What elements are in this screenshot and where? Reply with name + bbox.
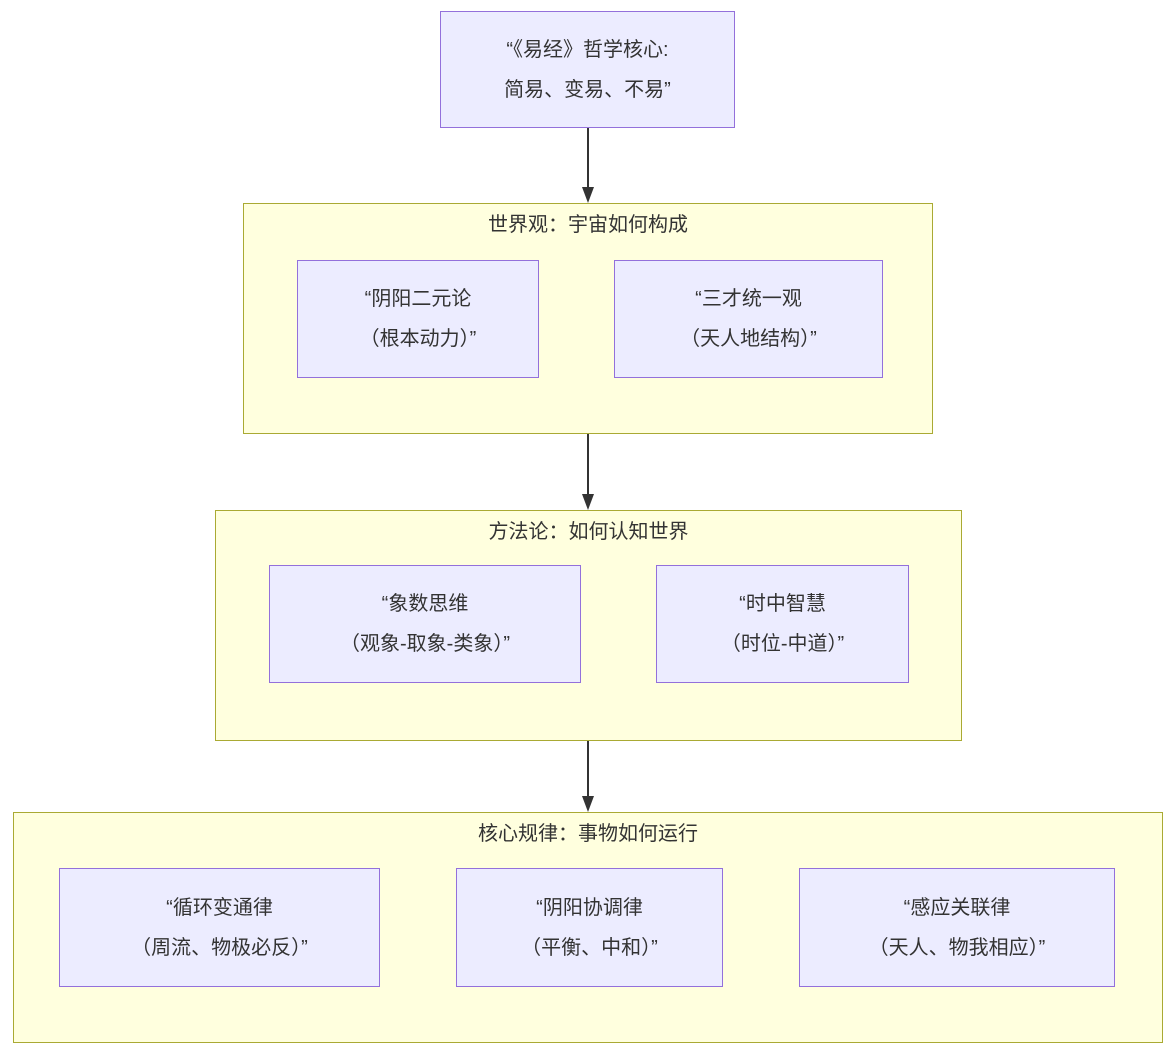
node-xiangshu-thinking: “象数思维 （观象-取象-类象）” xyxy=(269,565,581,683)
arrow-head-icon xyxy=(581,494,594,510)
node-yinyang-dualism: “阴阳二元论 （根本动力）” xyxy=(297,260,539,378)
section-worldview-title: 世界观：宇宙如何构成 xyxy=(488,214,688,236)
node-sancai-unity: “三才统一观 （天人地结构）” xyxy=(614,260,883,378)
arrow-line xyxy=(586,128,589,187)
section-core-laws: 核心规律：事物如何运行 “循环变通律 （周流、物极必反）” “阴阳协调律 （平衡… xyxy=(13,812,1163,1043)
arrow-root-to-worldview xyxy=(581,128,594,203)
section-methodology: 方法论：如何认知世界 “象数思维 （观象-取象-类象）” “时中智慧 （时位-中… xyxy=(215,510,962,741)
node-cyclic-change-law: “循环变通律 （周流、物极必反）” xyxy=(59,868,380,987)
arrow-line xyxy=(586,434,589,494)
section-worldview: 世界观：宇宙如何构成 “阴阳二元论 （根本动力）” “三才统一观 （天人地结构）… xyxy=(243,203,933,434)
node-shizhong-wisdom: “时中智慧 （时位-中道）” xyxy=(656,565,909,683)
arrow-line xyxy=(586,741,589,796)
node-resonance-law: “感应关联律 （天人、物我相应）” xyxy=(799,868,1115,987)
arrow-worldview-to-methodology xyxy=(581,434,594,510)
node-yijing-core: “《易经》哲学核心: 简易、变易、不易” xyxy=(440,11,735,128)
arrow-head-icon xyxy=(581,796,594,812)
arrow-head-icon xyxy=(581,187,594,203)
section-core-laws-title: 核心规律：事物如何运行 xyxy=(478,823,698,845)
section-methodology-title: 方法论：如何认知世界 xyxy=(488,521,689,543)
arrow-methodology-to-corelaws xyxy=(581,741,594,812)
node-yinyang-coordination-law: “阴阳协调律 （平衡、中和）” xyxy=(456,868,723,987)
